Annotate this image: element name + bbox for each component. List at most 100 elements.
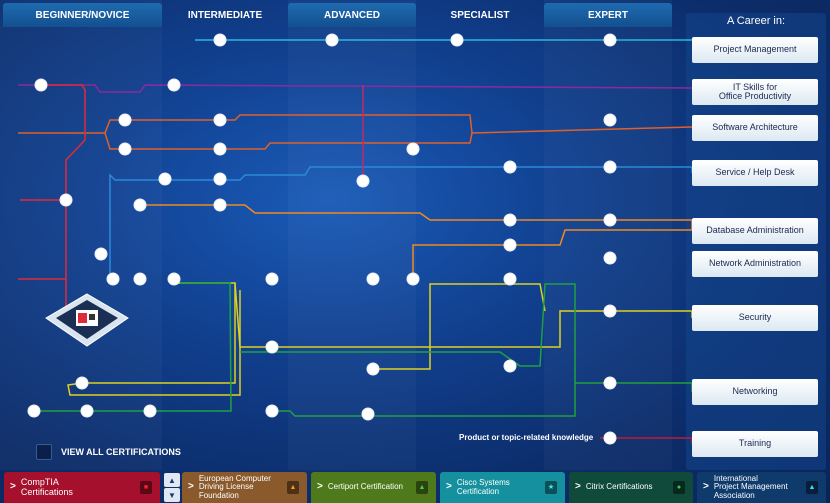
node: [366, 362, 380, 376]
node: [59, 193, 73, 207]
chevron-right-icon: >: [188, 481, 194, 493]
cert-label: Cisco Systems Certification: [456, 478, 510, 496]
node: [213, 142, 227, 156]
career-database-administration[interactable]: Database Administration: [692, 218, 818, 244]
node: [80, 404, 94, 418]
path-security-4: [373, 283, 546, 370]
node: [603, 431, 617, 445]
view-all-certifications[interactable]: VIEW ALL CERTIFICATIONS: [36, 444, 181, 460]
node: [158, 172, 172, 186]
cert-tab-ecdl[interactable]: > European Computer Driving License Found…: [182, 472, 307, 503]
node: [94, 247, 108, 261]
career-network-administration[interactable]: Network Administration: [692, 251, 818, 277]
node: [603, 304, 617, 318]
node: [34, 78, 48, 92]
node: [603, 376, 617, 390]
node-group: [27, 33, 617, 445]
cert-label: International Project Management Associa…: [713, 473, 788, 500]
node: [106, 272, 120, 286]
node: [167, 78, 181, 92]
tab-expert[interactable]: EXPERT: [544, 3, 672, 27]
cert-tab-citrix[interactable]: > Citrix Certifications ●: [569, 472, 693, 503]
path-networking: [34, 282, 232, 412]
tab-specialist[interactable]: SPECIALIST: [450, 9, 510, 21]
node: [133, 272, 147, 286]
path-networking-2: [272, 382, 693, 417]
path-security-3: [67, 290, 241, 396]
node: [603, 33, 617, 47]
chevron-right-icon: >: [575, 481, 581, 493]
chevron-right-icon: >: [10, 481, 16, 493]
career-header: A Career in:: [726, 15, 786, 27]
node: [325, 33, 339, 47]
career-project-management[interactable]: Project Management: [692, 37, 818, 63]
node: [503, 160, 517, 174]
node: [603, 213, 617, 227]
view-all-label: VIEW ALL CERTIFICATIONS: [61, 447, 181, 457]
path-software-2: [104, 132, 473, 150]
chevron-right-icon: >: [703, 481, 709, 493]
node: [118, 142, 132, 156]
career-networking[interactable]: Networking: [692, 379, 818, 405]
node: [406, 272, 420, 286]
scroll-up-button[interactable]: ▲: [164, 473, 180, 487]
node: [603, 113, 617, 127]
node: [27, 404, 41, 418]
path-red-vertical: [41, 84, 86, 320]
cert-label: Certiport Certification: [327, 482, 403, 492]
checkbox-icon[interactable]: [36, 444, 52, 460]
cert-label: Citrix Certifications: [585, 482, 653, 492]
node: [143, 404, 157, 418]
cert-tab-comptia[interactable]: > CompTIA Certifications ■: [4, 472, 160, 503]
cert-label: European Computer Driving License Founda…: [198, 473, 271, 500]
tab-intermediate[interactable]: INTERMEDIATE: [187, 9, 263, 21]
path-security-2: [82, 283, 236, 384]
node: [167, 272, 181, 286]
node: [503, 272, 517, 286]
node: [603, 251, 617, 265]
node: [213, 113, 227, 127]
node: [503, 238, 517, 252]
node: [356, 174, 370, 188]
chip-logo-icon: [45, 293, 129, 347]
path-networking-3: [240, 283, 576, 383]
node: [450, 33, 464, 47]
tab-beginner[interactable]: BEGINNER/NOVICE: [3, 3, 162, 27]
node: [265, 340, 279, 354]
tab-advanced[interactable]: ADVANCED: [288, 3, 416, 27]
node: [213, 33, 227, 47]
node: [133, 198, 147, 212]
square-icon: ■: [140, 481, 152, 494]
path-software-1: [18, 114, 693, 134]
star-icon: ★: [545, 481, 557, 494]
node: [603, 160, 617, 174]
cert-tab-ipma[interactable]: > International Project Management Associ…: [697, 472, 826, 503]
node: [406, 142, 420, 156]
circle-icon: ●: [673, 481, 685, 494]
node: [213, 198, 227, 212]
triangle-icon: ▲: [416, 481, 428, 494]
legend-label: Product or topic-related knowledge: [459, 433, 594, 442]
cert-tab-cisco[interactable]: > Cisco Systems Certification ★: [440, 472, 565, 503]
node: [265, 404, 279, 418]
chevron-right-icon: >: [317, 481, 323, 493]
node: [213, 172, 227, 186]
path-office: [18, 84, 693, 93]
node: [503, 359, 517, 373]
node: [503, 213, 517, 227]
cert-label: CompTIA Certifications: [20, 477, 73, 497]
cert-tab-certiport[interactable]: > Certiport Certification ▲: [311, 472, 436, 503]
node: [75, 376, 89, 390]
node: [361, 407, 375, 421]
career-security[interactable]: Security: [692, 305, 818, 331]
node: [265, 272, 279, 286]
node: [118, 113, 132, 127]
chevron-right-icon: >: [446, 481, 452, 493]
career-software-architecture[interactable]: Software Architecture: [692, 115, 818, 141]
career-office-productivity[interactable]: IT Skills for Office Productivity: [692, 79, 818, 105]
career-service-help-desk[interactable]: Service / Help Desk: [692, 160, 818, 186]
node: [366, 272, 380, 286]
career-training[interactable]: Training: [692, 431, 818, 457]
scroll-down-button[interactable]: ▼: [164, 488, 180, 502]
triangle-icon: ▲: [287, 481, 299, 494]
